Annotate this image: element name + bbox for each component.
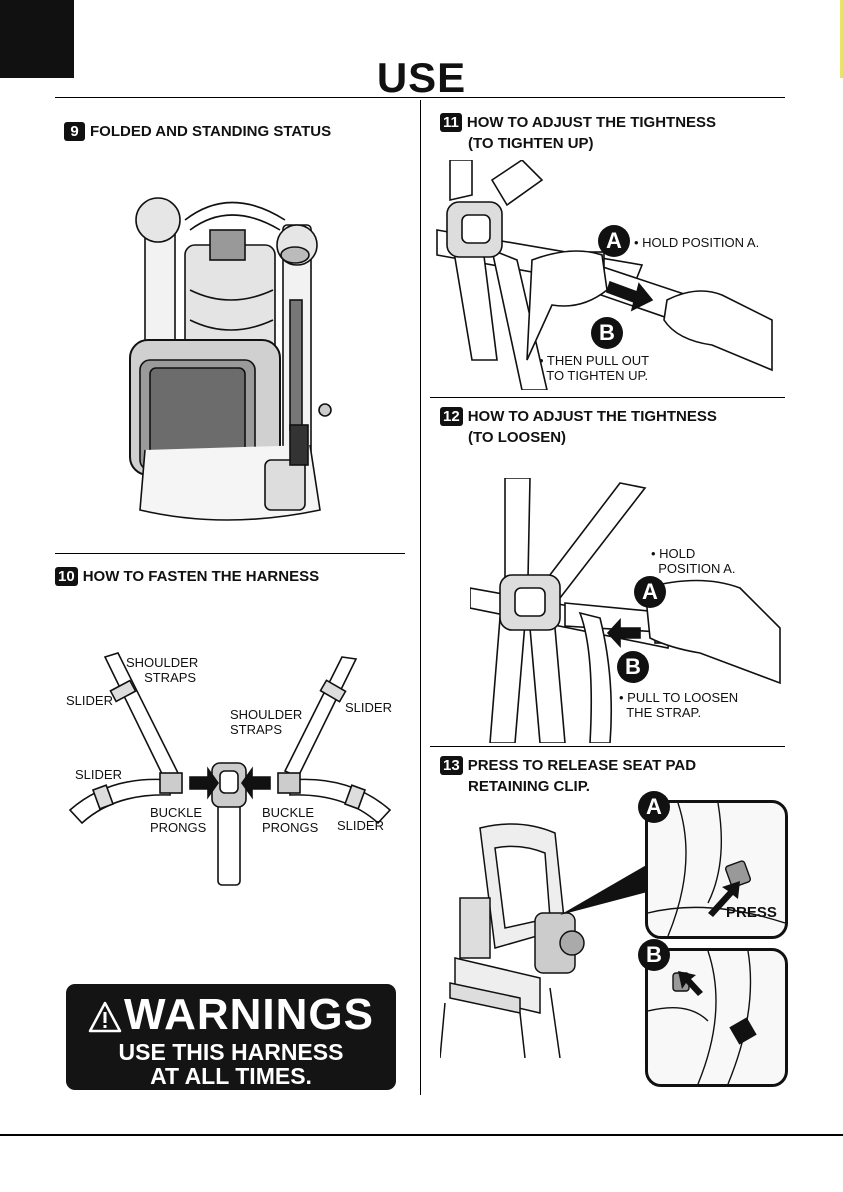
warning-line-1: USE THIS HARNESS	[118, 1039, 344, 1065]
svg-text:A: A	[646, 794, 662, 819]
section-11-rule	[430, 397, 785, 398]
section-11-title-line2: (TO TIGHTEN UP)	[468, 135, 594, 152]
badge-a-13: A	[638, 791, 670, 823]
section-12-title-line2: (TO LOOSEN)	[468, 429, 567, 446]
warning-box: WARNINGS USE THIS HARNESS AT ALL TIMES.	[66, 984, 396, 1090]
detail-panel-b	[645, 948, 788, 1087]
edge-marker	[840, 0, 843, 78]
title-rule	[55, 97, 785, 98]
svg-text:B: B	[625, 654, 641, 679]
svg-text:B: B	[599, 320, 615, 345]
svg-text:B: B	[646, 942, 662, 967]
detail-b-drawing	[648, 951, 757, 1084]
press-label: PRESS	[726, 904, 777, 921]
tighten-note-a: • HOLD POSITION A.	[634, 235, 760, 250]
detail-panel-a	[645, 800, 788, 939]
section-10-number: 10	[55, 567, 78, 586]
detail-a-drawing	[648, 803, 785, 936]
badge-b-11: B	[591, 317, 623, 349]
warning-line-2: AT ALL TIMES.	[150, 1063, 312, 1089]
loosen-note-b: • PULL TO LOOSEN THE STRAP.	[619, 690, 739, 720]
label-slider-upper-left: SLIDER	[66, 693, 113, 708]
folded-highchair-illustration	[129, 197, 332, 521]
badge-a-11: A	[598, 225, 630, 257]
svg-text:A: A	[606, 228, 622, 253]
seat-pad-illustration	[440, 823, 585, 1058]
harness-illustration	[68, 652, 392, 886]
section-11-number: 11	[440, 113, 462, 132]
tighten-note-b: • THEN PULL OUT TO TIGHTEN UP.	[539, 353, 650, 383]
footer-rule	[0, 1134, 843, 1136]
svg-text:A: A	[642, 579, 658, 604]
label-slider-lower-left: SLIDER	[75, 767, 122, 782]
section-12-number: 12	[440, 407, 463, 426]
pointer-wedge	[560, 860, 655, 915]
section-11-title-line1: HOW TO ADJUST THE TIGHTNESS	[466, 114, 717, 131]
badge-b-12: B	[617, 651, 649, 683]
section-9-heading: 9 FOLDED AND STANDING STATUS	[64, 121, 331, 142]
tighten-illustration	[436, 160, 773, 390]
corner-tab	[0, 0, 74, 78]
section-12-title-line1: HOW TO ADJUST THE TIGHTNESS	[467, 408, 717, 425]
loosen-illustration	[470, 478, 781, 743]
section-9-rule	[55, 553, 405, 554]
badge-a-12: A	[634, 576, 666, 608]
section-12-rule	[430, 746, 785, 747]
section-10-title: HOW TO FASTEN THE HARNESS	[82, 568, 320, 585]
section-9-number: 9	[64, 122, 85, 141]
label-shoulder-straps-left: SHOULDER STRAPS	[126, 655, 199, 685]
label-slider-upper-right: SLIDER	[345, 700, 392, 715]
section-9-title: FOLDED AND STANDING STATUS	[90, 123, 332, 140]
badge-b-13: B	[638, 939, 670, 971]
column-divider	[420, 100, 421, 1095]
section-13-title-line1: PRESS TO RELEASE SEAT PAD	[467, 757, 697, 774]
warning-triangle-icon	[88, 1001, 122, 1033]
section-13-number: 13	[440, 756, 463, 775]
loosen-note-a: • HOLD POSITION A.	[651, 546, 736, 576]
label-slider-lower-right: SLIDER	[337, 818, 384, 833]
warning-title: WARNINGS	[66, 990, 396, 1040]
section-13-title-line2: RETAINING CLIP.	[468, 778, 590, 795]
page-title: USE	[376, 54, 467, 101]
